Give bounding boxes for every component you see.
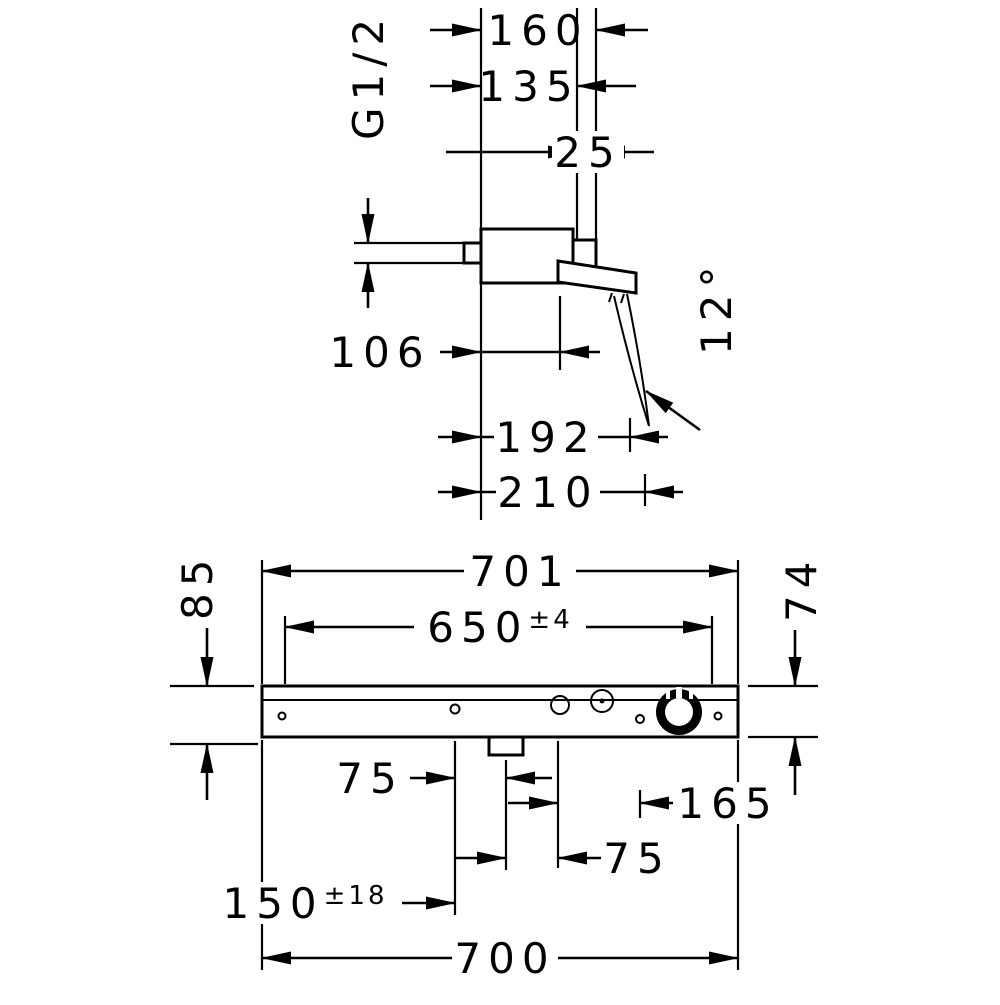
dim-135: 135 <box>430 62 636 111</box>
mixer-side-profile <box>462 227 650 427</box>
dim-135-label: 135 <box>478 62 579 111</box>
knob-notch <box>676 687 682 698</box>
dim-192-label: 192 <box>495 413 596 462</box>
dim-150-value: 150 <box>222 879 323 928</box>
dim-106-label: 106 <box>329 328 430 377</box>
mounting-hole <box>277 711 287 721</box>
label-backing <box>601 837 675 879</box>
small-port <box>635 714 645 724</box>
control-button <box>550 695 570 715</box>
outlet-tick <box>620 293 625 304</box>
dim-192: 192 <box>438 413 668 462</box>
label-backing <box>494 416 598 458</box>
label-backing <box>496 471 600 513</box>
mounting-hole <box>713 711 723 721</box>
outlet-tick <box>608 292 613 303</box>
dim-210: 210 <box>438 468 683 517</box>
dim-74: 74 <box>748 555 826 795</box>
dim-angle-12: 12° <box>645 260 741 432</box>
temperature-knob-center <box>665 698 693 726</box>
label-backing <box>552 131 624 173</box>
dim-74-label: 74 <box>777 555 826 622</box>
dim-150: 150±18 <box>218 879 456 928</box>
dim-650-value: 650 <box>427 603 528 652</box>
label-backing <box>218 882 402 924</box>
dim-106: 106 <box>329 328 600 377</box>
dim-75-left: 75 <box>336 754 552 803</box>
dim-700: 700 <box>261 934 739 983</box>
dim-85: 85 <box>170 553 258 800</box>
dim-85-label: 85 <box>173 553 222 620</box>
spout-angle-label: 12° <box>692 260 741 355</box>
dim-210-label: 210 <box>497 468 598 517</box>
spout <box>556 259 638 295</box>
dim-150-tolerance: ±18 <box>324 881 388 911</box>
control-dot <box>599 698 605 704</box>
dim-75-left-label: 75 <box>336 754 403 803</box>
label-backing <box>673 782 783 824</box>
dim-75-right: 75 <box>454 834 675 883</box>
dim-650-tolerance: ±4 <box>528 605 572 635</box>
dim-thread: G1/2 <box>344 12 464 308</box>
dim-150-label: 150±18 <box>222 879 387 928</box>
leader-arrow <box>645 389 701 432</box>
water-stream-line <box>613 295 650 427</box>
dim-701-label: 701 <box>469 547 570 596</box>
mixer-front-profile <box>260 684 740 757</box>
front-view: 701 650±4 85 74 75 <box>170 547 826 983</box>
spout-outlet <box>487 735 525 757</box>
small-port <box>449 703 461 715</box>
control-button <box>590 689 614 713</box>
dim-700-label: 700 <box>454 934 555 983</box>
dim-165-label: 165 <box>677 779 778 828</box>
thread-size-label: G1/2 <box>344 12 393 140</box>
dim-165: 165 <box>508 779 783 828</box>
dim-160-label: 160 <box>487 6 588 55</box>
dim-160: 160 <box>430 6 648 55</box>
knob-ridge <box>689 690 693 699</box>
dim-75-right-label: 75 <box>603 834 670 883</box>
dim-650-label: 650±4 <box>427 603 573 652</box>
knob-ridge <box>666 690 670 699</box>
side-view: 160 135 25 G1/2 106 <box>329 6 741 520</box>
dim-701: 701 <box>261 547 739 596</box>
dim-650: 650±4 <box>284 603 713 652</box>
wall-connection-nipple <box>462 241 483 265</box>
dim-25: 25 <box>446 128 654 177</box>
dim-25-label: 25 <box>554 128 621 177</box>
